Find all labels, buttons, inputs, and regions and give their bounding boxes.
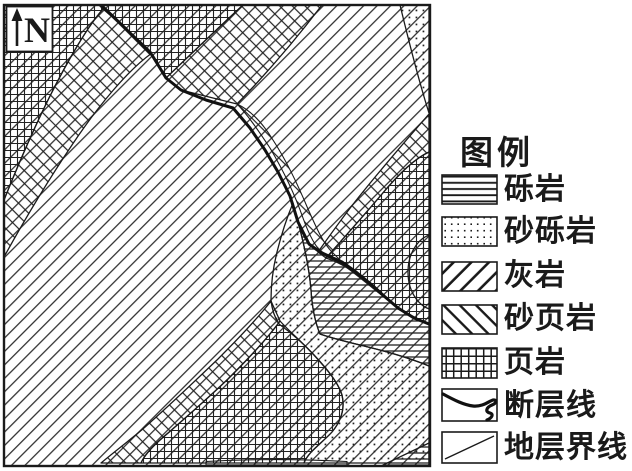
north-arrow-icon bbox=[11, 8, 23, 46]
boundary-line-swatch-icon bbox=[441, 431, 498, 464]
shale-swatch-icon bbox=[441, 347, 498, 379]
sandy-conglomerate-swatch-icon bbox=[441, 216, 498, 247]
legend-label-limestone: 灰岩 bbox=[504, 259, 566, 292]
legend-swatches bbox=[441, 174, 498, 464]
north-indicator: N bbox=[5, 5, 54, 53]
legend-title: 图例 bbox=[460, 136, 534, 172]
region-sandy-conglomerate-east-lens bbox=[407, 234, 430, 310]
fault-line bbox=[98, 5, 430, 326]
region-conglomerate-bottom-sliver bbox=[205, 459, 348, 466]
legend-label-fault-line: 断层线 bbox=[504, 389, 597, 422]
legend-label-stratum-boundary: 地层界线 bbox=[504, 431, 628, 464]
legend-label-sandy-shale: 砂页岩 bbox=[504, 302, 597, 335]
region-shale-northwest-corner bbox=[4, 5, 104, 201]
conglomerate-swatch-icon bbox=[441, 174, 498, 205]
fault-line-swatch-icon bbox=[441, 388, 498, 422]
legend-label-sandy-conglomerate: 砂砾岩 bbox=[504, 215, 597, 248]
map-border bbox=[2, 3, 432, 468]
region-sandy-shale-south-band bbox=[100, 300, 281, 464]
north-box bbox=[5, 5, 54, 53]
legend-label-conglomerate: 砾岩 bbox=[504, 173, 566, 206]
limestone-swatch-icon bbox=[441, 261, 498, 292]
sandy-shale-swatch-icon bbox=[441, 304, 498, 335]
north-label: N bbox=[24, 10, 50, 50]
legend-label-shale: 页岩 bbox=[504, 346, 566, 379]
